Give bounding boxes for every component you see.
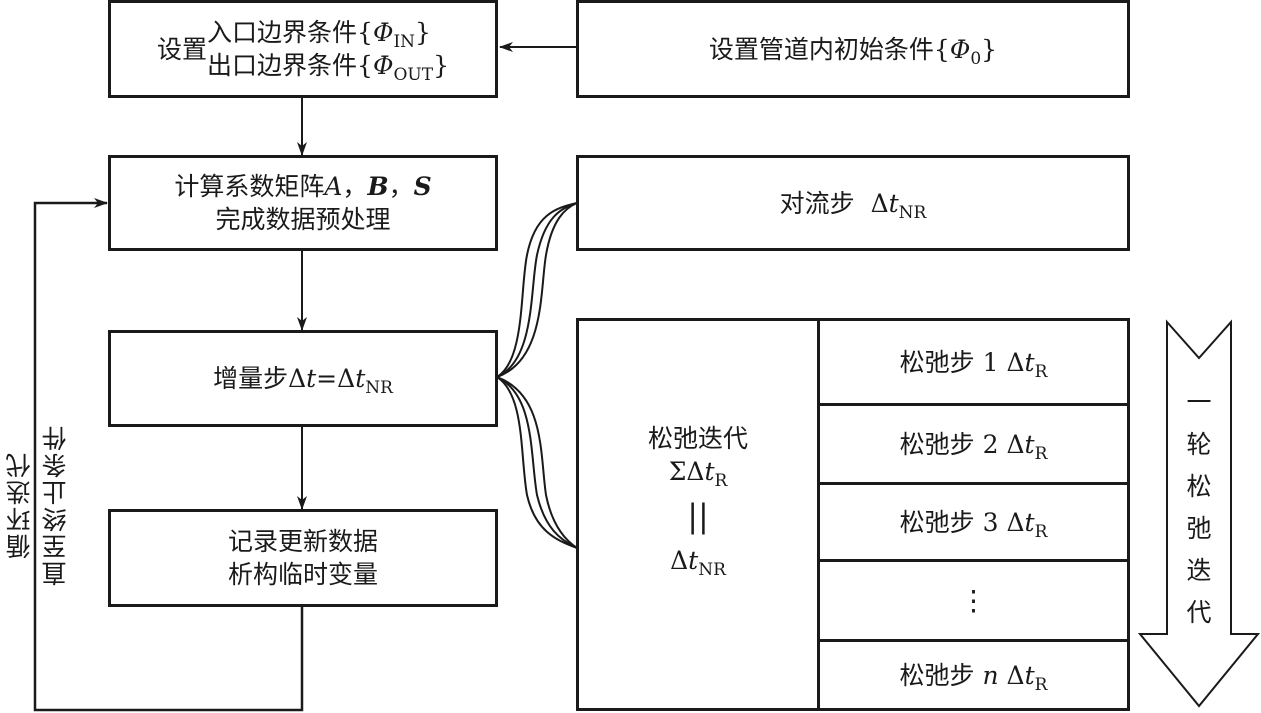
relaxation-title: 松弛迭代 bbox=[647, 424, 748, 453]
relax-step-2: 松弛步 2 ΔtR bbox=[820, 403, 1127, 482]
convection-step-box: 对流步 ΔtNR bbox=[576, 155, 1130, 251]
round-arrow-shape bbox=[1137, 319, 1261, 708]
increment-step-text: 增量步Δt=ΔtNR bbox=[213, 364, 393, 398]
loop-back-line bbox=[33, 198, 304, 712]
relax-step-ellipsis: ⋮ bbox=[820, 559, 1127, 639]
relaxation-equals: || bbox=[687, 497, 709, 535]
loop-label-line1: 循环迭代 bbox=[5, 451, 34, 559]
relaxation-steps: 松弛步 1 ΔtR 松弛步 2 ΔtR 松弛步 3 ΔtR ⋮ 松弛步 n Δt… bbox=[820, 321, 1127, 708]
boundary-conditions-box: 设置 入口边界条件{ΦIN} 出口边界条件{ΦOUT} bbox=[108, 0, 498, 98]
round-arrow-label: 一轮松弛迭代 bbox=[1186, 388, 1212, 627]
record-update-box: 记录更新数据 析构临时变量 bbox=[108, 509, 498, 607]
initial-condition-text: 设置管道内初始条件{Φ0} bbox=[708, 34, 998, 69]
matrix-line2: 完成数据预处理 bbox=[215, 205, 391, 234]
boundary-prefix: 设置 bbox=[157, 34, 208, 64]
increment-step-box: 增量步Δt=ΔtNR bbox=[108, 330, 498, 427]
convection-step-text: 对流步 ΔtNR bbox=[779, 188, 927, 223]
brace-to-relax bbox=[496, 376, 578, 549]
loop-label: 循环迭代 直至终止条件 bbox=[4, 410, 84, 600]
brace-to-convection bbox=[496, 202, 578, 378]
vertical-ellipsis: ⋮ bbox=[959, 584, 988, 617]
loop-label-line2: 直至终止条件 bbox=[41, 424, 70, 586]
inlet-condition: 入口边界条件{ΦIN} bbox=[207, 18, 431, 52]
relaxation-summary: 松弛迭代 ΣΔtR || ΔtNR bbox=[579, 321, 820, 708]
relaxation-block: 松弛迭代 ΣΔtR || ΔtNR 松弛步 1 ΔtR 松弛步 2 ΔtR 松弛… bbox=[576, 318, 1130, 711]
coefficient-matrix-box: 计算系数矩阵A，B，S 完成数据预处理 bbox=[108, 155, 498, 251]
record-line1: 记录更新数据 bbox=[227, 527, 378, 556]
initial-conditions-box: 设置管道内初始条件{Φ0} bbox=[576, 0, 1130, 98]
relax-step-n: 松弛步 n ΔtR bbox=[820, 639, 1127, 708]
outlet-condition: 出口边界条件{ΦOUT} bbox=[207, 51, 449, 85]
relaxation-nr: ΔtNR bbox=[670, 546, 726, 580]
relaxation-sum: ΣΔtR bbox=[668, 457, 728, 491]
matrix-line1: 计算系数矩阵A，B，S bbox=[174, 172, 432, 201]
relax-step-3: 松弛步 3 ΔtR bbox=[820, 482, 1127, 559]
relax-step-1: 松弛步 1 ΔtR bbox=[899, 347, 1048, 382]
record-line2: 析构临时变量 bbox=[227, 560, 378, 589]
